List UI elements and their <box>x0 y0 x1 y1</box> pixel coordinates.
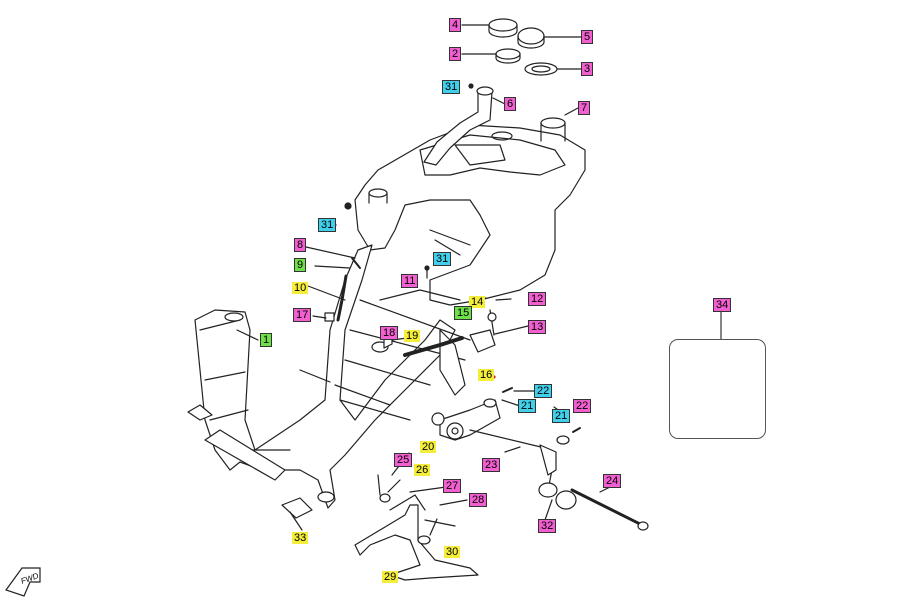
callout-c15: 15 <box>454 306 473 320</box>
callout-c31c: 31 <box>433 252 452 266</box>
callout-c21b: 21 <box>552 409 571 423</box>
callout-c10: 10 <box>292 282 309 294</box>
callout-c27: 27 <box>443 479 462 493</box>
petcock-part <box>469 329 496 353</box>
callout-c8: 8 <box>294 238 307 252</box>
callout-c24: 24 <box>603 474 622 488</box>
callout-c11: 11 <box>401 274 419 288</box>
callout-c26: 26 <box>414 464 431 476</box>
callout-c13: 13 <box>528 320 547 334</box>
callout-c23: 23 <box>482 458 501 472</box>
callout-c30: 30 <box>444 546 461 558</box>
callout-c25: 25 <box>394 453 413 467</box>
callout-c22b: 22 <box>573 399 592 413</box>
callout-c34: 34 <box>713 298 732 312</box>
callout-c22a: 22 <box>534 384 553 398</box>
callout-c2: 2 <box>449 47 462 61</box>
main-frame-part <box>187 229 471 509</box>
callout-c4: 4 <box>449 18 462 32</box>
callout-c19: 19 <box>404 330 421 342</box>
callout-c14: 14 <box>469 296 486 308</box>
callout-c7: 7 <box>578 101 591 115</box>
callout-c33: 33 <box>292 532 309 544</box>
callout-c1: 1 <box>260 333 273 347</box>
hose-10-part <box>336 274 348 322</box>
callout-c3: 3 <box>581 62 594 76</box>
hose-19-part <box>403 336 464 357</box>
callout-c12: 12 <box>528 292 547 306</box>
callout-c28: 28 <box>469 493 488 507</box>
callout-c29: 29 <box>382 571 399 583</box>
callout-c16: 16 <box>478 369 495 381</box>
fuel-cap-part <box>488 18 558 76</box>
fuel-tank-part <box>354 117 586 306</box>
callout-c31b: 31 <box>318 218 337 232</box>
callout-c9: 9 <box>294 258 307 272</box>
callout-c5: 5 <box>581 30 594 44</box>
callout-c20: 20 <box>420 441 437 453</box>
callout-c31a: 31 <box>442 80 461 94</box>
callout-c17: 17 <box>293 308 312 322</box>
callout-c18: 18 <box>380 326 399 340</box>
callout-c6: 6 <box>504 97 517 111</box>
filler-hose-part <box>423 91 493 166</box>
pivot-bolt-part <box>570 488 642 526</box>
main-stand-part <box>354 494 479 581</box>
forward-arrow-icon: FWD <box>5 567 41 597</box>
callout-c21a: 21 <box>518 399 537 413</box>
switch-kit-box <box>669 339 766 439</box>
bracket-33-part <box>281 497 313 519</box>
callout-c32: 32 <box>538 519 557 533</box>
